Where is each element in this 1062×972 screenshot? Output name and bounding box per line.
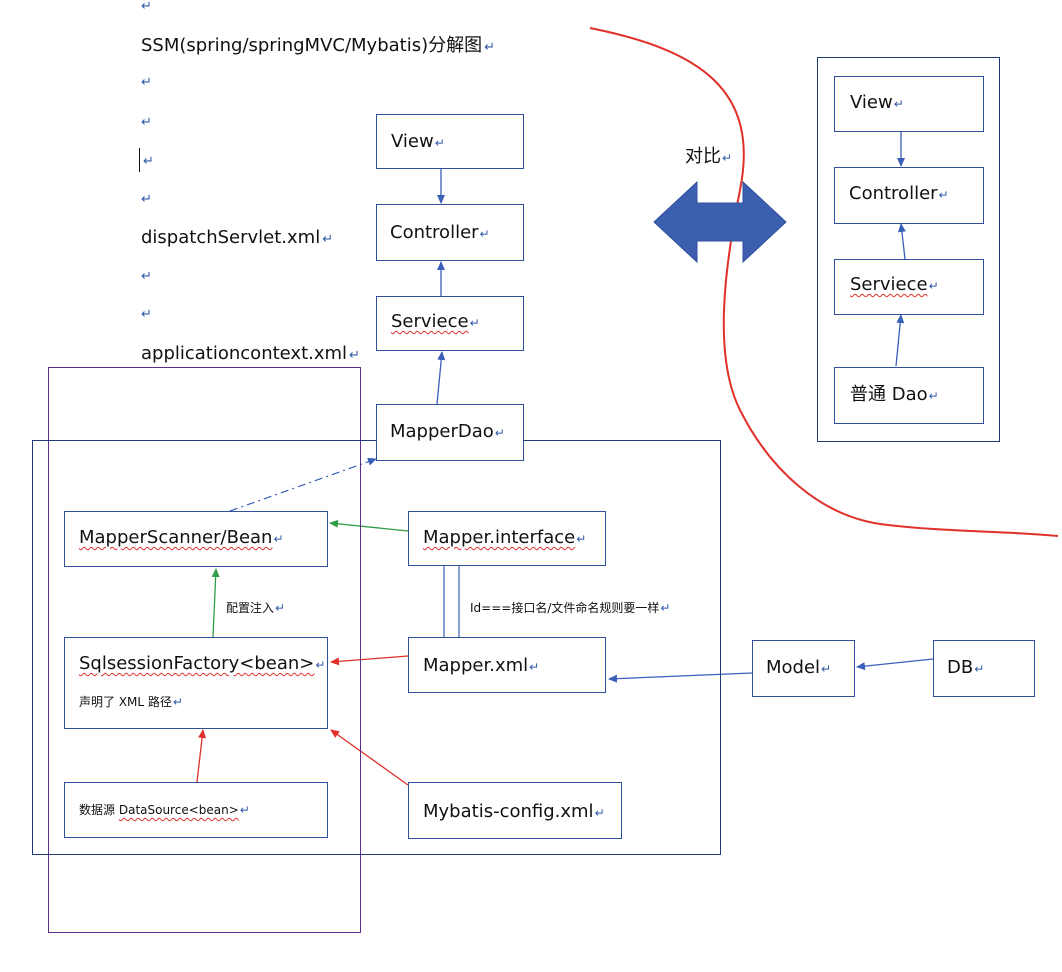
spring-config-frame [48,367,361,933]
comparison-frame [817,57,1000,442]
compare-label: 对比↵ [685,146,733,167]
mapper-scanner-box: MapperScanner/Bean↵ [64,511,328,567]
dispatch-servlet-text: dispatchServlet.xml [141,227,321,248]
datasource-box: 数据源 DataSource<bean>↵ [64,782,328,838]
model-label: Model↵ [766,657,832,678]
view-label: View↵ [391,131,445,152]
mapper-dao-box: MapperDao↵ [376,404,524,461]
right-service-label: Serviece↵ [850,274,939,295]
db-label: DB↵ [947,657,985,678]
paragraph-mark: ↵ [141,192,152,207]
service-box: Serviece↵ [376,296,524,351]
right-dao-box: 普通 Dao↵ [834,367,984,424]
dispatch-servlet-line: dispatchServlet.xml↵ [141,229,333,247]
arrow-model-to-mapperxml [608,672,753,683]
paragraph-mark: ↵ [484,40,496,55]
xml-path-note: 声明了 XML 路径↵ [79,695,183,709]
controller-box: Controller↵ [376,204,524,261]
inject-config-label: 配置注入↵ [226,601,286,615]
id-rule-label: Id===接口名/文件命名规则要一样↵ [470,601,671,615]
mapper-xml-box: Mapper.xml↵ [408,637,606,693]
paragraph-mark: ↵ [141,0,152,14]
arrow-right-service-to-controller [897,223,906,260]
mybatis-config-label: Mybatis-config.xml↵ [423,801,605,822]
db-box: DB↵ [933,640,1035,697]
arrow-factory-to-scanner [211,568,220,638]
arrow-xml-to-factory [330,655,409,666]
mapper-xml-label: Mapper.xml↵ [423,655,540,676]
text-cursor [139,148,140,172]
mapper-scanner-label: MapperScanner/Bean↵ [79,527,284,548]
paragraph-mark: ↵ [349,348,360,363]
session-factory-box: SqlsessionFactory<bean>↵ 声明了 XML 路径↵ [64,637,328,729]
right-service-box: Serviece↵ [834,259,984,315]
paragraph-mark: ↵ [143,154,154,169]
compare-double-arrow [653,180,787,264]
app-context-line: applicationcontext.xml↵ [141,345,360,363]
right-view-box: View↵ [834,76,984,132]
paragraph-mark: ↵ [141,115,152,130]
red-separator-curve [589,27,1059,537]
view-box: View↵ [376,114,524,169]
right-view-label: View↵ [850,92,904,113]
doc-title: SSM(spring/springMVC/Mybatis)分解图↵ [141,37,495,55]
paragraph-mark: ↵ [141,75,152,90]
arrow-mapperdao-to-service [436,351,446,405]
session-factory-label: SqlsessionFactory<bean>↵ [79,653,326,674]
controller-label: Controller↵ [390,222,490,243]
doc-title-text: SSM(spring/springMVC/Mybatis)分解图 [141,35,483,56]
app-context-text: applicationcontext.xml [141,343,348,364]
paragraph-mark: ↵ [141,307,152,322]
right-dao-label: 普通 Dao↵ [850,384,939,405]
right-controller-label: Controller↵ [849,183,949,204]
mapper-interface-label: Mapper.interface↵ [423,527,587,548]
model-box: Model↵ [752,640,855,697]
paragraph-mark: ↵ [141,269,152,284]
arrow-config-to-factory [330,729,409,786]
datasource-label: 数据源 DataSource<bean>↵ [79,803,250,817]
service-label: Serviece↵ [391,311,480,332]
arrow-db-to-model [856,658,934,671]
arrow-datasource-to-factory [196,729,207,783]
paragraph-mark: ↵ [322,232,334,247]
arrow-right-dao-to-service [895,314,905,367]
mapper-interface-box: Mapper.interface↵ [408,511,606,566]
right-controller-box: Controller↵ [834,167,984,224]
mapper-dao-label: MapperDao↵ [390,421,505,442]
arrow-interface-to-scanner [329,519,409,532]
mybatis-config-box: Mybatis-config.xml↵ [408,782,622,839]
dashdot-scanner-to-mapperdao [229,457,377,512]
